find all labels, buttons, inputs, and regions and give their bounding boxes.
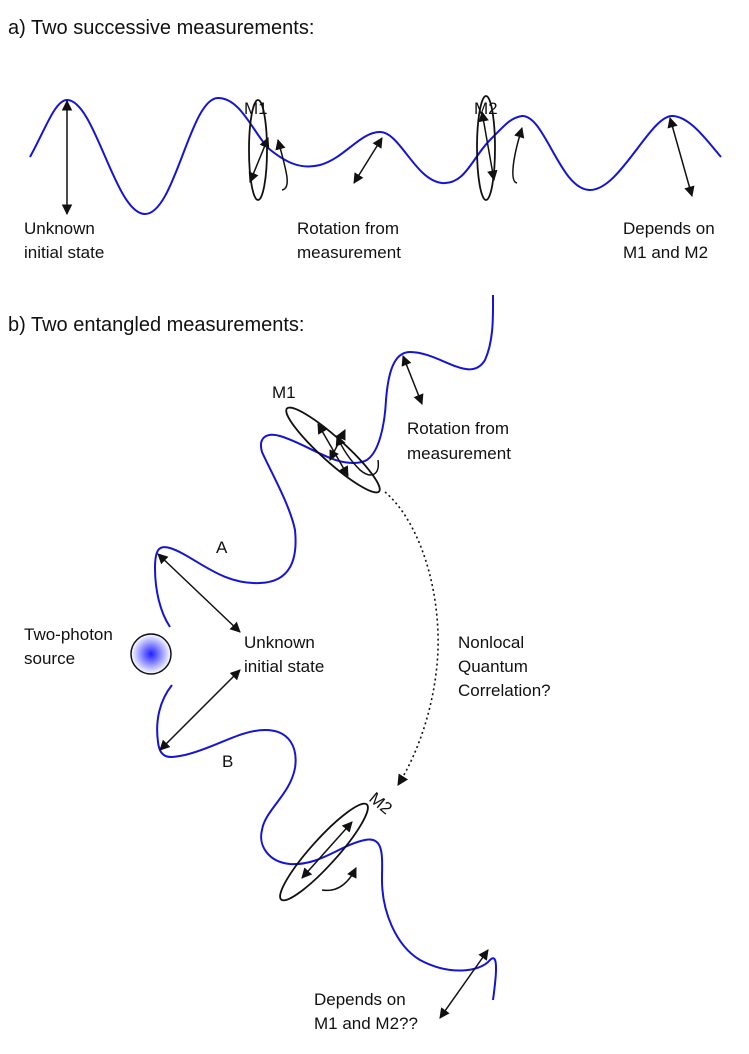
panel-a-m2-measurement <box>476 95 525 201</box>
panel-b-rotation-line2: measurement <box>407 444 511 463</box>
panel-b-m1-label: M1 <box>272 383 296 402</box>
panel-b-rotation-line1: Rotation from <box>407 419 509 438</box>
panel-b-initial-state-arrow-b <box>159 669 241 751</box>
panel-b-beam-b <box>156 684 498 1001</box>
panel-b-m2-measurement <box>279 802 369 902</box>
panel-b-heading: b) Two entangled measurements: <box>8 314 304 336</box>
panel-b-nonlocal-line3: Correlation? <box>458 681 551 700</box>
panel-a-rotation-line2: measurement <box>297 243 401 262</box>
panel-b-unknown-line2: initial state <box>244 657 324 676</box>
panel-a-rotation-line1: Rotation from <box>297 219 399 238</box>
panel-a-m2-label: M2 <box>474 99 498 118</box>
panel-b-nonlocal-line1: Nonlocal <box>458 633 524 652</box>
panel-a-final-state-arrow <box>667 116 695 198</box>
panel-b-depends-line1: Depends on <box>314 990 406 1009</box>
panel-b-nonlocal-line2: Quantum <box>458 657 528 676</box>
panel-b-depends-line2: M1 and M2?? <box>314 1014 418 1033</box>
panel-a-unknown-line2: initial state <box>24 243 104 262</box>
panel-a-m1-measurement <box>248 99 288 201</box>
panel-b-rotated-state-arrow <box>401 355 424 405</box>
panel-b-source-line1: Two-photon <box>24 625 113 644</box>
panel-a-depends-line1: Depends on <box>623 219 715 238</box>
panel-b-unknown-line1: Unknown <box>244 633 315 652</box>
panel-a-rotated-state-arrow <box>353 137 383 184</box>
panel-b-final-state-arrow <box>439 949 489 1019</box>
panel-a-wave <box>29 96 722 216</box>
panel-a-unknown-line1: Unknown <box>24 219 95 238</box>
panel-a-m1-label: M1 <box>244 99 268 118</box>
two-photon-source-icon <box>130 633 172 675</box>
panel-b-beam-a-label: A <box>216 538 228 557</box>
panel-b-beam-b-label: B <box>222 752 233 771</box>
nonlocal-correlation-arrow <box>384 491 439 786</box>
panel-b-initial-state-arrow-a <box>157 553 241 633</box>
panel-b-m2-label: M2 <box>365 789 395 819</box>
panel-a-heading: a) Two successive measurements: <box>8 17 314 39</box>
panel-b-beam-a <box>153 294 495 628</box>
panel-a-depends-line2: M1 and M2 <box>623 243 708 262</box>
panel-b-m1-measurement <box>285 406 381 494</box>
panel-b-source-line2: source <box>24 649 75 668</box>
